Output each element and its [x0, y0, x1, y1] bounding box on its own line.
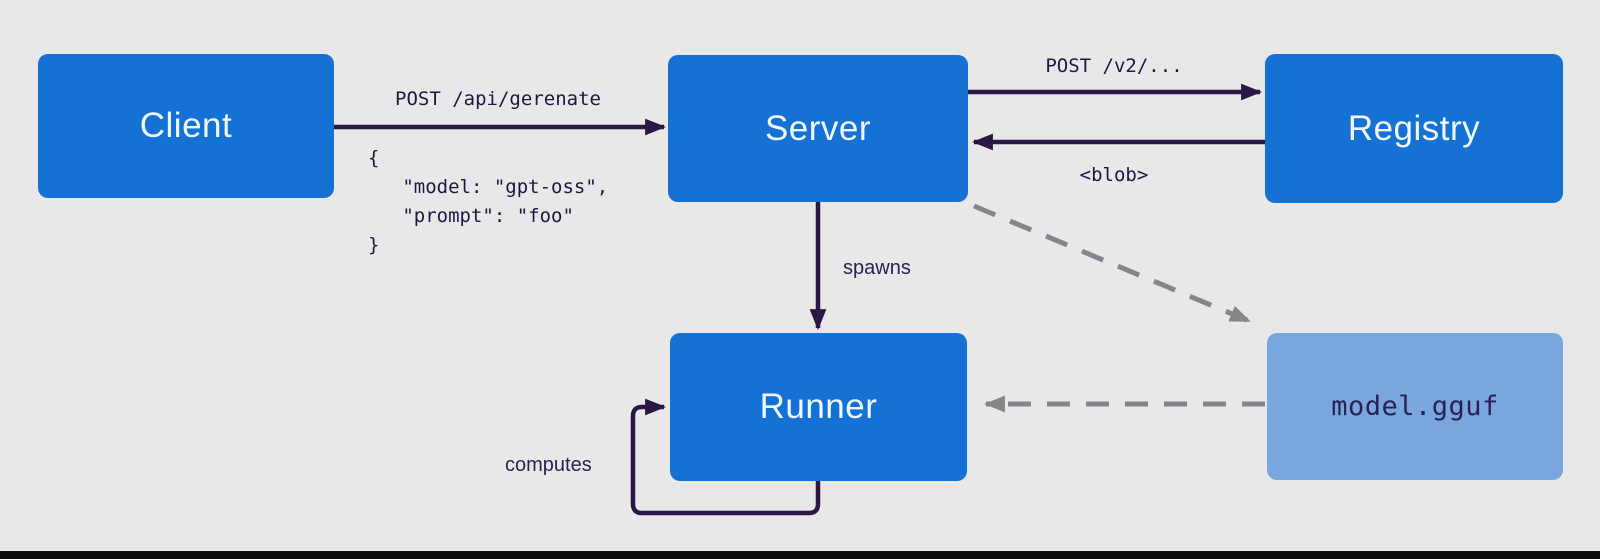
edge-label-blob: <blob> [1079, 164, 1149, 186]
edge-label-computes: computes [505, 454, 592, 476]
dashed-arrow-server-to-model-file [973, 203, 1251, 324]
node-client: Client [38, 54, 334, 198]
node-server-label: Server [764, 108, 872, 148]
arrow-runner-self-loop [630, 398, 821, 516]
edge-label-spawns: spawns [843, 257, 911, 279]
node-runner: Runner [670, 333, 967, 481]
node-runner-label: Runner [759, 387, 878, 426]
bottom-edge-bar [0, 551, 1600, 559]
node-model-file: model.gguf [1267, 333, 1563, 480]
request-json-payload: { "model: "gpt-oss", "prompt": "foo" } [368, 147, 609, 256]
node-registry-label: Registry [1347, 108, 1481, 148]
node-model-file-label: model.gguf [1331, 391, 1499, 422]
edge-label-post-api-generate: POST /api/gerenate [395, 88, 601, 110]
edge-label-post-v2: POST /v2/... [1045, 55, 1183, 77]
node-client-label: Client [139, 106, 233, 145]
node-server: Server [668, 55, 968, 202]
node-registry: Registry [1265, 54, 1563, 203]
